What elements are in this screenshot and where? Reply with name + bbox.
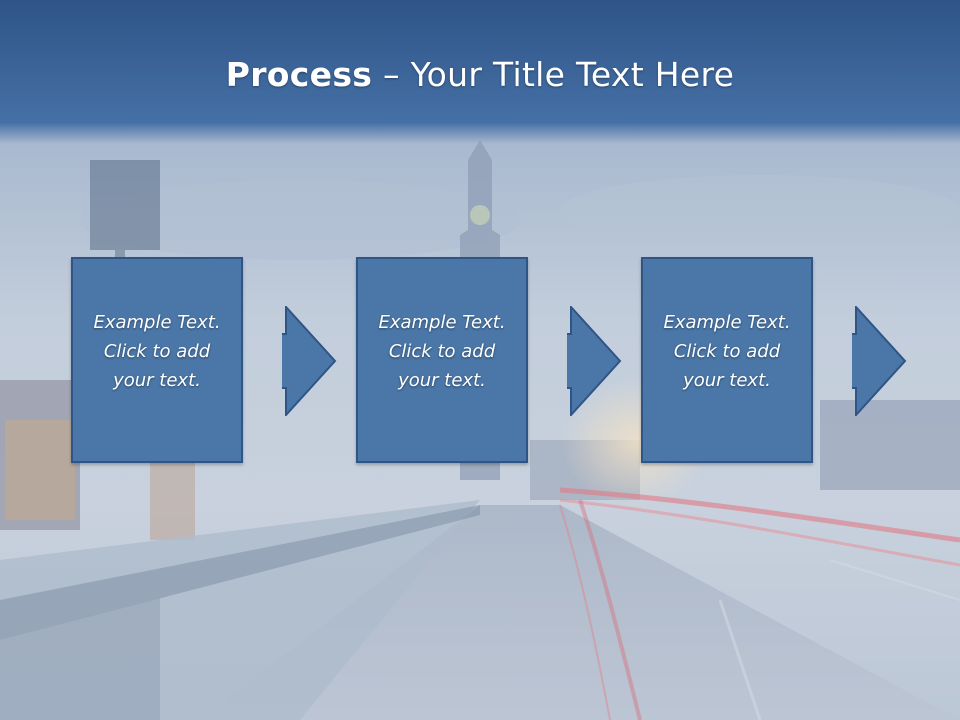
step-line-1: Example Text.	[378, 311, 506, 333]
arrow-icon	[282, 306, 337, 416]
step-text: Example Text. Click to add your text.	[362, 308, 522, 395]
title-rest: – Your Title Text Here	[372, 55, 735, 94]
step-line-2: Click to add	[103, 340, 211, 362]
step-line-2: Click to add	[673, 340, 781, 362]
step-line-2: Click to add	[388, 340, 496, 362]
arrow-icon	[567, 306, 622, 416]
step-text: Example Text. Click to add your text.	[77, 308, 237, 395]
slide-title[interactable]: Process – Your Title Text Here	[0, 52, 960, 98]
step-line-1: Example Text.	[663, 311, 791, 333]
step-line-3: your text.	[683, 369, 771, 391]
process-step-2[interactable]: Example Text. Click to add your text.	[356, 257, 528, 463]
step-line-3: your text.	[113, 369, 201, 391]
step-line-1: Example Text.	[93, 311, 221, 333]
title-strong: Process	[225, 55, 373, 94]
arrow-icon	[852, 306, 907, 416]
process-step-1[interactable]: Example Text. Click to add your text.	[71, 257, 243, 463]
step-text: Example Text. Click to add your text.	[647, 308, 807, 395]
process-step-3[interactable]: Example Text. Click to add your text.	[641, 257, 813, 463]
step-line-3: your text.	[398, 369, 486, 391]
